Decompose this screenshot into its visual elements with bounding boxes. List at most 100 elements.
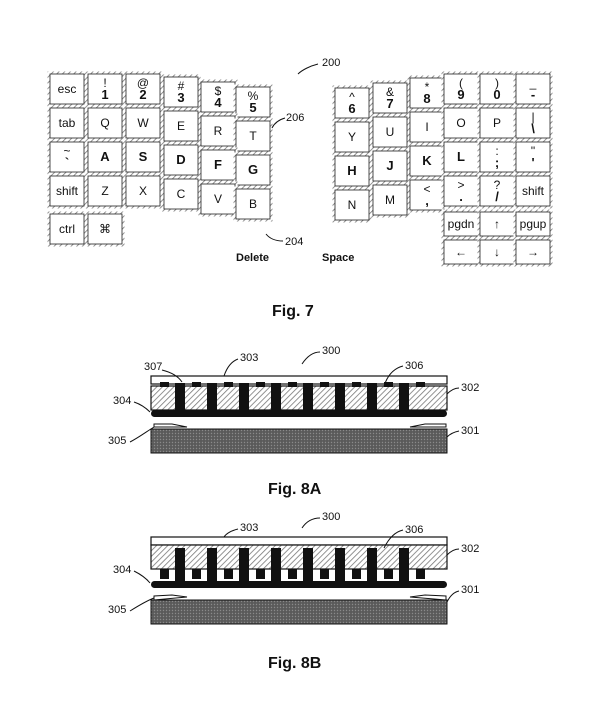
key-left-r1-c4-base-glyph: 3	[177, 90, 184, 105]
key-left-r4-c1: shift	[48, 174, 87, 209]
key-right-r1-c1: ^6	[333, 86, 372, 121]
key-right-r1-c4-base-glyph: 9	[457, 87, 464, 102]
f8b-pillars-bump-5	[288, 569, 297, 579]
key-left-r1-c6: %5	[234, 85, 273, 120]
key-right-r4-c3: <,	[408, 178, 447, 213]
key-right-r4-c1: N	[333, 188, 372, 223]
key-left-r4-c6: B	[234, 187, 273, 222]
key-right-r4-c4-base-glyph: .	[459, 189, 463, 204]
fig8a-layer-304	[151, 410, 447, 417]
f8a-pillars-pillar-2	[207, 383, 217, 412]
key-left-r4-c4: C	[162, 177, 201, 212]
ref-206: 206	[286, 112, 304, 124]
key-left-r2-c5: R	[199, 114, 238, 149]
key-left-r1-c5: $4	[199, 80, 238, 115]
fig8b-assembly	[151, 537, 447, 624]
key-right-r5-c1-glyph: pgdn	[448, 217, 475, 231]
key-right-r5-c2-glyph: ↑	[494, 217, 500, 231]
key-left-r4-c6-glyph: B	[249, 197, 257, 211]
f8b-pillars-pillar-7	[367, 548, 377, 583]
key-left-r3-c1-base-glyph: `	[65, 155, 69, 170]
key-right-r3-c2: J	[371, 149, 410, 184]
leader-204	[266, 234, 283, 241]
f8b-pillars-pillar-4	[271, 548, 281, 583]
key-left-r1-c2: !1	[86, 72, 125, 107]
ref-304-fig8b: 304	[113, 564, 131, 576]
key-left-r3-c2: A	[86, 140, 125, 175]
ref-303-fig8b: 303	[240, 522, 258, 534]
ref-300-fig8b: 300	[322, 511, 340, 523]
key-left-r5-c2: ⌘	[86, 212, 125, 247]
key-right-r2-c6: |\	[514, 106, 553, 141]
key-left-r4-c3-glyph: X	[139, 184, 147, 198]
leader-304-fig8a	[134, 402, 150, 412]
key-left-r2-c4-glyph: E	[177, 119, 185, 133]
key-left-r3-c5-glyph: F	[214, 157, 222, 172]
caption-fig8b: Fig. 8B	[268, 655, 321, 672]
f8a-pillars-pillar-5	[303, 383, 313, 412]
caption-fig8a: Fig. 8A	[268, 481, 322, 498]
f8a-pillars-bump-2	[192, 382, 201, 387]
f8b-pillars-bump-1	[160, 569, 169, 579]
key-left-r3-c3: S	[124, 140, 163, 175]
f8a-pillars-bump-5	[288, 382, 297, 387]
f8b-pillars-pillar-5	[303, 548, 313, 583]
f8a-pillars-bump-9	[416, 382, 425, 387]
key-left-r3-c5: F	[199, 148, 238, 183]
key-right-r3-c5-base-glyph: ;	[495, 155, 499, 170]
key-left-r2-c2-glyph: Q	[100, 116, 109, 130]
f8b-pillars-bump-3	[224, 569, 233, 579]
f8b-pillars-pillar-6	[335, 548, 345, 583]
f8a-pillars-pillar-4	[271, 383, 281, 412]
key-right-r1-c3: *8	[408, 76, 447, 111]
key-left-r1-c6-base-glyph: 5	[249, 100, 256, 115]
ref-305-fig8a: 305	[108, 435, 126, 447]
key-right-r5-c3-glyph: pgup	[520, 217, 547, 231]
f8b-pillars-bump-9	[416, 569, 425, 579]
key-left-r2-c6: T	[234, 119, 273, 154]
f8b-pillars-bump-4	[256, 569, 265, 579]
leader-301-fig8a	[447, 431, 459, 437]
ref-204: 204	[285, 236, 303, 248]
key-left-r4-c5: V	[199, 182, 238, 217]
key-left-r2-c3-glyph: W	[137, 116, 149, 130]
fig8b-layer-301	[151, 600, 447, 624]
key-right-r3-c3-glyph: K	[422, 153, 432, 168]
ref-306-fig8a: 306	[405, 360, 423, 372]
ref-303-fig8a: 303	[240, 352, 258, 364]
fig8b-spring-left	[154, 595, 187, 600]
fig8b-layer-303	[151, 537, 447, 545]
fig8a-assembly	[151, 376, 447, 453]
f8a-pillars-bump-4	[256, 382, 265, 387]
key-right-r4-c2: M	[371, 183, 410, 218]
leader-302-fig8b	[447, 549, 459, 555]
key-right-r5-c3: pgup	[514, 210, 553, 239]
key-right-r1-c5: )0	[478, 72, 517, 107]
ref-301-fig8b: 301	[461, 584, 479, 596]
key-right-r1-c3-base-glyph: 8	[423, 91, 430, 106]
key-left-r1-c5-base-glyph: 4	[214, 95, 222, 110]
leader-300-fig8a	[302, 352, 320, 364]
key-right-r1-c4: (9	[442, 72, 481, 107]
key-left-r3-c3-glyph: S	[139, 149, 148, 164]
key-right-r2-c1: Y	[333, 120, 372, 155]
leader-305-fig8b	[130, 598, 154, 611]
key-left-r2-c1-glyph: tab	[59, 116, 76, 130]
key-left-r2-c1: tab	[48, 106, 87, 141]
key-left-r1-c3: @2	[124, 72, 163, 107]
key-left-r3-c2-glyph: A	[100, 149, 110, 164]
fig8a-spring-left	[154, 424, 187, 427]
leader-305-fig8a	[130, 427, 154, 442]
key-right-r4-c4: >.	[442, 174, 481, 209]
key-left-r3-c1: ~`	[48, 140, 87, 175]
f8a-pillars-pillar-8	[399, 383, 409, 412]
leader-303-fig8a	[224, 359, 238, 376]
key-right-r6-c1: ←	[442, 238, 481, 267]
fig8a-layer-301	[151, 429, 447, 453]
key-right-r2-c2-glyph: U	[386, 125, 395, 139]
key-left-r4-c5-glyph: V	[214, 192, 222, 206]
ref-306-fig8b: 306	[405, 524, 423, 536]
key-left-r1-c1-glyph: esc	[58, 82, 77, 96]
f8a-pillars-pillar-3	[239, 383, 249, 412]
